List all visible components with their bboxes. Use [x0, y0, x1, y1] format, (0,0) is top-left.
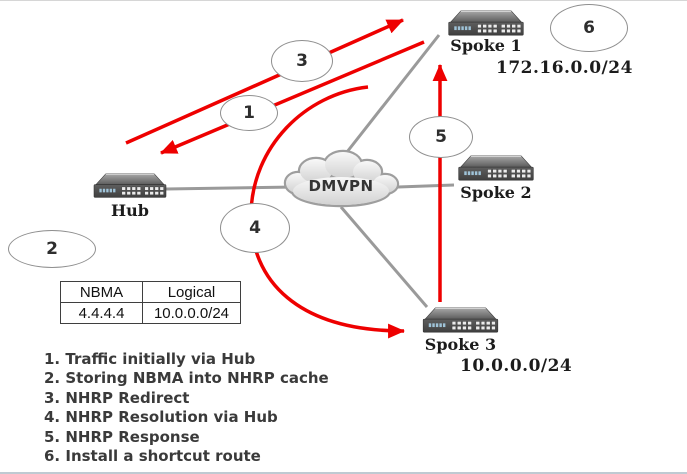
spoke1-switch-icon	[448, 10, 524, 36]
legend-item-2: 2. Storing NBMA into NHRP cache	[44, 369, 329, 388]
step-marker-6: 6	[550, 4, 628, 52]
arrow-nhrp-redirect	[125, 18, 404, 145]
hub-switch-icon	[93, 173, 167, 198]
link-hub-cloud	[165, 185, 297, 191]
steps-legend: 1. Traffic initially via Hub 2. Storing …	[44, 350, 444, 466]
spoke1-subnet-label: 172.16.0.0/24	[496, 58, 633, 78]
dmvpn-cloud: DMVPN	[283, 149, 400, 208]
step-number: 3	[296, 51, 308, 71]
spoke3-subnet-label: 10.0.0.0/24	[460, 356, 573, 376]
step-marker-4: 4	[220, 203, 290, 253]
step-marker-1: 1	[220, 95, 278, 131]
legend-item-1: 1. Traffic initially via Hub	[44, 350, 256, 368]
link-cloud-spoke3	[339, 206, 429, 308]
hub-label: Hub	[111, 201, 149, 220]
step-marker-5: 5	[409, 116, 473, 158]
link-cloud-spoke1	[345, 34, 441, 153]
table-header-row: NBMA Logical	[60, 281, 241, 303]
table-header-nbma: NBMA	[60, 281, 143, 303]
spoke3-switch-icon	[422, 307, 499, 333]
step-number: 5	[435, 127, 447, 147]
step-number: 2	[46, 239, 58, 259]
spoke3-label: Spoke 3	[424, 335, 497, 354]
spoke1-label: Spoke 1	[450, 36, 522, 55]
step-number: 1	[243, 103, 255, 123]
legend-item-6: 6. Install a shortcut route	[44, 447, 261, 466]
step-number: 6	[583, 18, 595, 38]
step-marker-2: 2	[8, 230, 96, 268]
table-row: 4.4.4.4 10.0.0.0/24	[60, 302, 241, 324]
table-header-logical: Logical	[142, 281, 241, 303]
link-cloud-spoke2	[397, 183, 455, 189]
legend-item-3: 3. NHRP Redirect	[44, 388, 190, 407]
legend-item-4: 4. NHRP Resolution via Hub	[44, 408, 278, 427]
nhrp-cache-table: NBMA Logical 4.4.4.4 10.0.0.0/24	[60, 281, 241, 324]
legend-item-5: 5. NHRP Response	[44, 427, 200, 446]
dmvpn-cloud-label: DMVPN	[308, 177, 373, 195]
spoke2-label: Spoke 2	[460, 183, 532, 202]
spoke2-switch-icon	[458, 155, 534, 181]
table-cell-nbma: 4.4.4.4	[60, 302, 143, 324]
step-marker-3: 3	[271, 40, 333, 82]
table-cell-logical: 10.0.0.0/24	[142, 302, 241, 324]
step-number: 4	[249, 218, 261, 238]
arrow-traffic-via-hub	[160, 40, 425, 155]
